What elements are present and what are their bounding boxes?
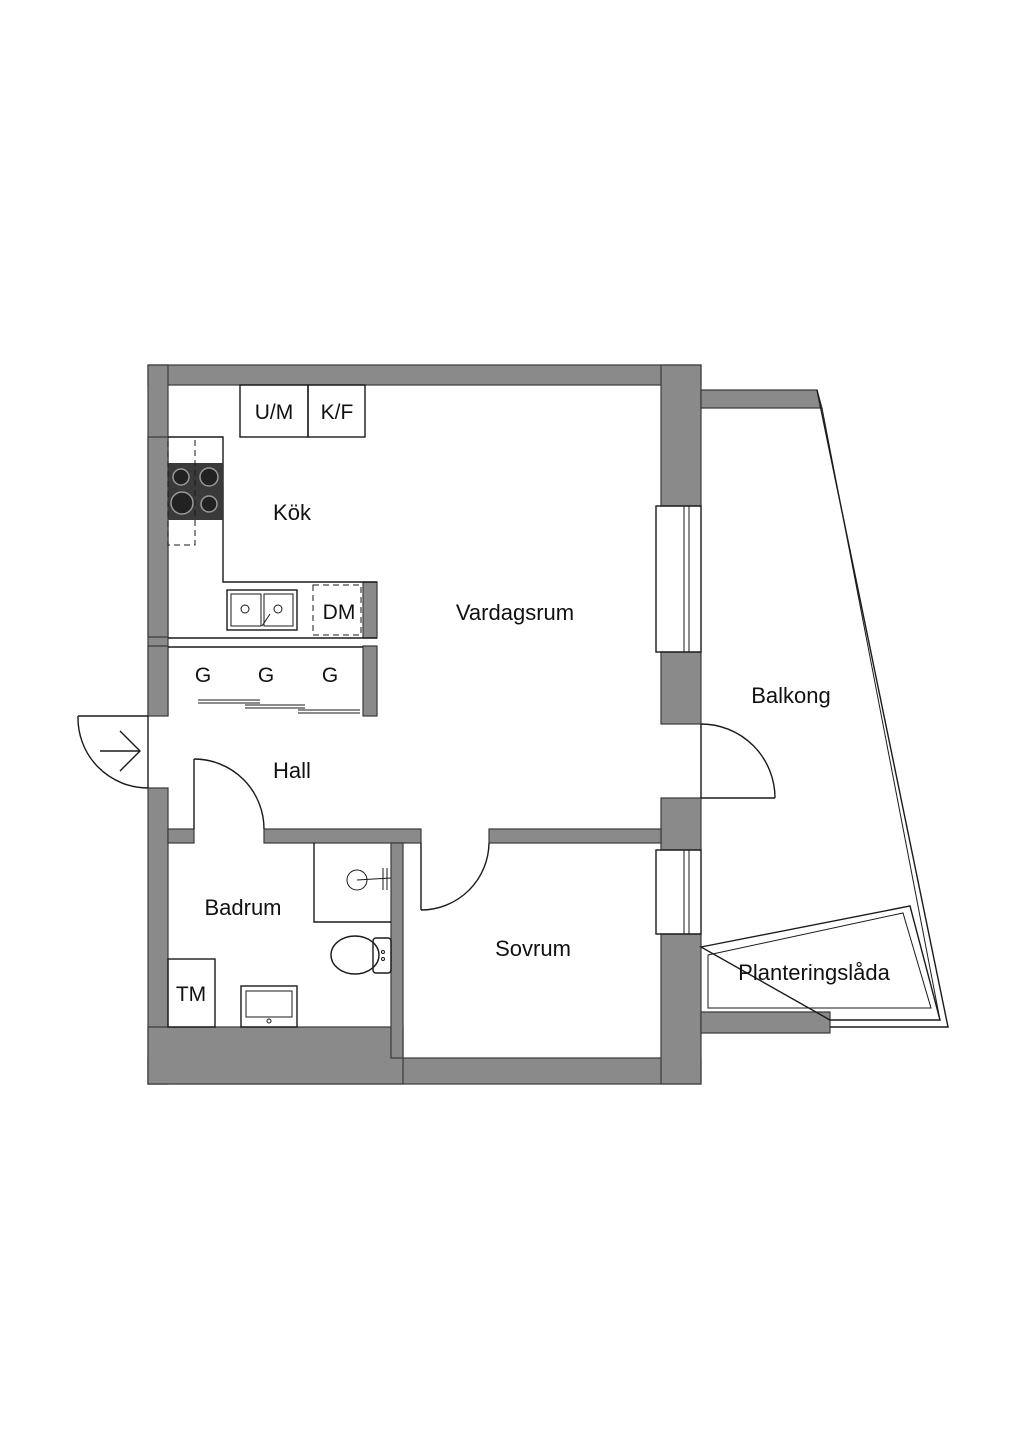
bathroom-door[interactable] bbox=[193, 758, 265, 830]
label-um: U/M bbox=[255, 401, 294, 424]
walls bbox=[147, 364, 831, 1085]
shower-icon bbox=[313, 843, 392, 923]
label-kok: Kök bbox=[273, 500, 312, 525]
toilet-icon bbox=[330, 935, 392, 975]
label-balkong: Balkong bbox=[751, 683, 831, 708]
label-tm: TM bbox=[176, 983, 206, 1006]
interior-walls bbox=[147, 581, 662, 1059]
label-wardrobe-2: G bbox=[258, 664, 274, 687]
label-badrum: Badrum bbox=[204, 895, 281, 920]
window-sovrum bbox=[655, 849, 702, 935]
balcony-door[interactable] bbox=[700, 723, 776, 799]
label-sovrum: Sovrum bbox=[495, 936, 571, 961]
label-hall: Hall bbox=[273, 758, 311, 783]
balcony bbox=[699, 389, 949, 1028]
label-wardrobe-3: G bbox=[322, 664, 338, 687]
bathroom-fixtures bbox=[167, 843, 392, 1028]
label-vardagsrum: Vardagsrum bbox=[456, 600, 574, 625]
sink-icon bbox=[226, 589, 298, 631]
washbasin-icon bbox=[240, 985, 298, 1028]
label-planteringslada: Planteringslåda bbox=[738, 960, 890, 985]
kitchen-counter bbox=[167, 384, 377, 636]
bedroom-door[interactable] bbox=[420, 842, 490, 911]
arrow-right-icon bbox=[100, 730, 141, 772]
label-wardrobe-1: G bbox=[195, 664, 211, 687]
entrance-door[interactable] bbox=[77, 715, 149, 789]
label-dm: DM bbox=[323, 601, 356, 624]
window-vardagsrum bbox=[655, 505, 702, 653]
label-kf: K/F bbox=[321, 401, 354, 424]
wardrobe bbox=[198, 699, 360, 714]
